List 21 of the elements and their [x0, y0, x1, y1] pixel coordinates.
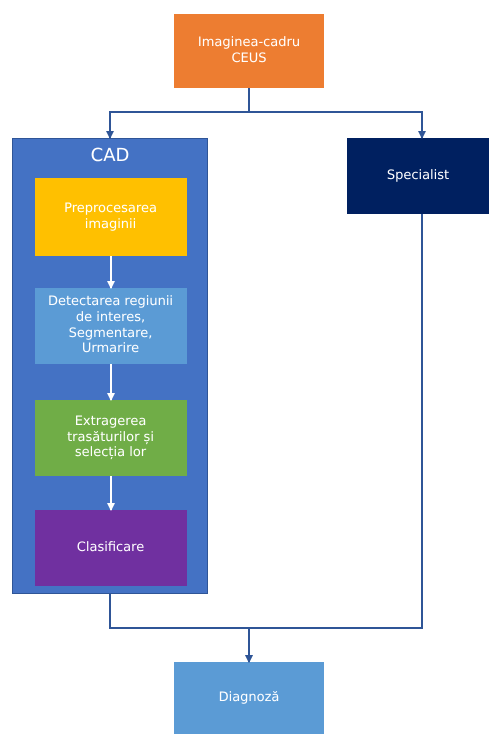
group-title: CAD — [90, 145, 130, 167]
arrow — [245, 214, 423, 663]
box-label: Specialist — [386, 168, 450, 184]
arrow — [107, 364, 115, 401]
process-box — [34, 178, 186, 256]
process-box — [174, 662, 324, 734]
process-box — [34, 288, 186, 364]
box-label: Extragerea trasăturilor și selecția lor — [66, 414, 155, 461]
arrow — [107, 256, 115, 289]
group-panel — [12, 138, 208, 594]
box-label: Preprocesarea imaginii — [63, 200, 158, 232]
box-label: Clasificare — [76, 540, 144, 556]
process-box — [34, 400, 186, 476]
process-box — [347, 138, 489, 214]
box-label: Detectarea regiunii de interes, Segmentare, Urmarire — [46, 294, 174, 357]
arrow — [107, 476, 115, 511]
process-box — [174, 14, 324, 88]
box-label: Imaginea-cadru CEUS — [196, 35, 302, 67]
process-box — [34, 510, 186, 586]
arrow — [248, 88, 426, 139]
box-label: Diagnoză — [218, 690, 280, 706]
